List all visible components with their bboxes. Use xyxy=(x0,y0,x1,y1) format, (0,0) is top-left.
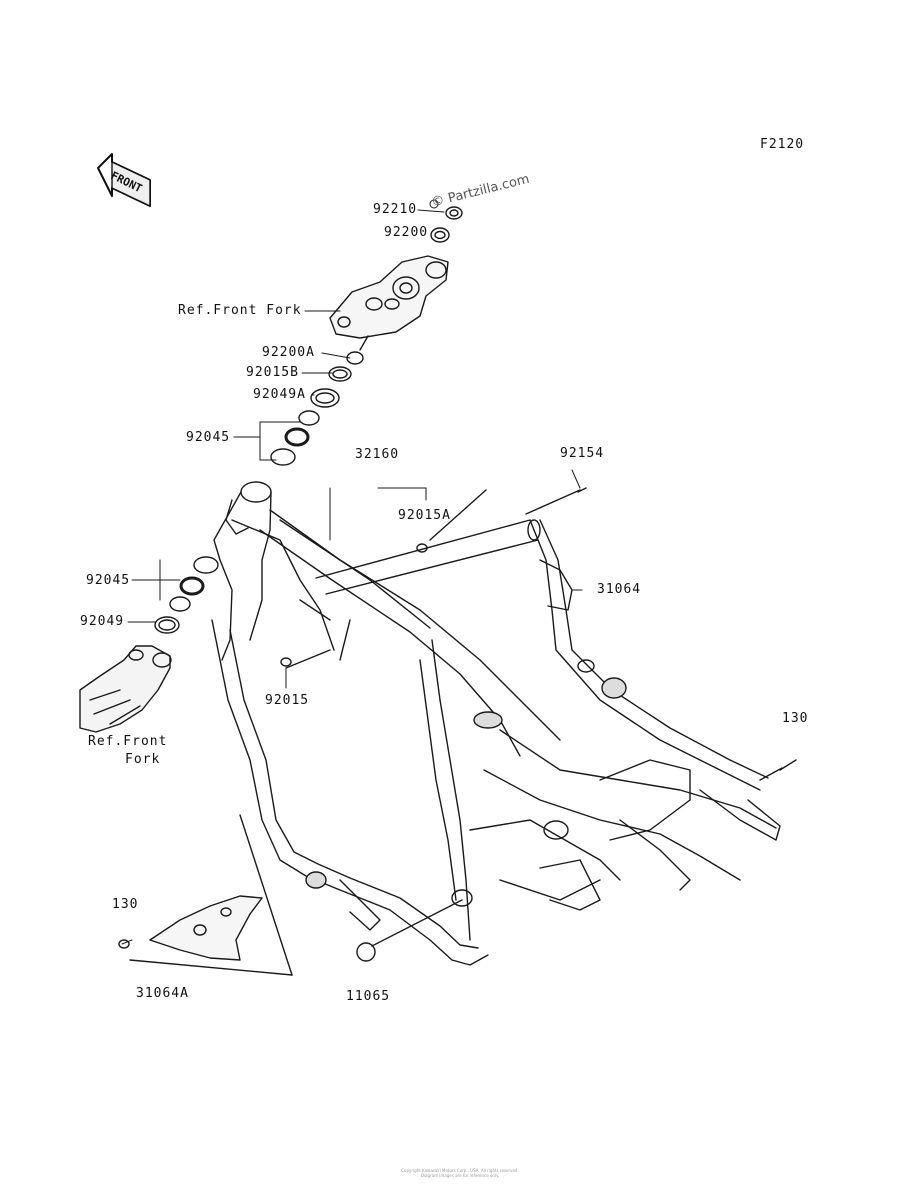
part-label-92154[interactable]: 92154 xyxy=(560,446,605,461)
steering-stem-parts xyxy=(270,206,463,466)
lower-fork-bracket xyxy=(79,645,172,733)
part-label-31064[interactable]: 31064 xyxy=(597,582,642,597)
leader-lines xyxy=(121,209,583,945)
part-label-92045-lower[interactable]: 92045 xyxy=(86,573,131,588)
lower-steering-parts xyxy=(154,556,219,634)
ref-front-fork-lower-line2[interactable]: Fork xyxy=(125,752,161,767)
part-label-92200[interactable]: 92200 xyxy=(384,225,429,240)
part-label-11065[interactable]: 11065 xyxy=(346,989,391,1004)
footer-line-2: Diagram images are for reference only. xyxy=(420,1173,500,1178)
diagram-code: F2120 xyxy=(760,137,805,152)
part-label-92049A[interactable]: 92049A xyxy=(253,387,306,402)
ref-front-fork-upper[interactable]: Ref.Front Fork xyxy=(178,303,302,318)
main-frame xyxy=(211,481,797,966)
part-label-92045-upper[interactable]: 92045 xyxy=(186,430,231,445)
copyright-footer: Copyright Kawasaki Motors Corp., USA. Al… xyxy=(300,1168,620,1178)
part-label-92015A[interactable]: 92015A xyxy=(398,508,451,523)
part-label-92210[interactable]: 92210 xyxy=(373,202,418,217)
part-label-31064A[interactable]: 31064A xyxy=(136,986,189,1001)
grommet-11065 xyxy=(356,899,463,962)
part-label-92049[interactable]: 92049 xyxy=(80,614,125,629)
part-label-32160[interactable]: 32160 xyxy=(355,447,400,462)
footer-line-1: Copyright Kawasaki Motors Corp., USA. Al… xyxy=(401,1168,519,1173)
part-label-92015[interactable]: 92015 xyxy=(265,693,310,708)
part-label-130-right[interactable]: 130 xyxy=(782,711,809,726)
ref-front-fork-lower-line1[interactable]: Ref.Front xyxy=(88,734,168,749)
front-arrow-icon: FRONT xyxy=(97,153,151,207)
side-plate-inset xyxy=(118,814,293,976)
part-label-92015B[interactable]: 92015B xyxy=(246,365,299,380)
part-label-92200A[interactable]: 92200A xyxy=(262,345,315,360)
part-label-130-left[interactable]: 130 xyxy=(112,897,139,912)
